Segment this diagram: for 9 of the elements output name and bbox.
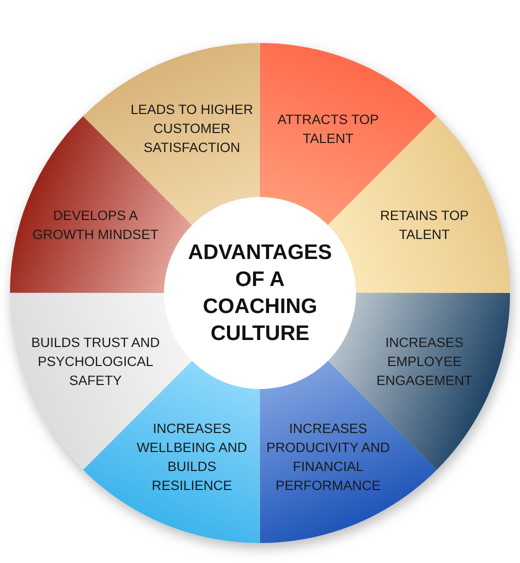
- segment-label: RETAINS TOP TALENT: [379, 206, 470, 244]
- segment-label: ATTRACTS TOP TALENT: [276, 110, 380, 148]
- segment-label: LEADS TO HIGHER CUSTOMER SATISFACTION: [130, 101, 254, 158]
- segment-label: DEVELOPS A GROWTH MINDSET: [32, 206, 160, 244]
- center-title: ADVANTAGES OF A COACHING CULTURE: [187, 240, 333, 347]
- segment-label: INCREASES WELLBEING AND BUILDS RESILIENCE: [136, 420, 248, 496]
- segment-label: INCREASES EMPLOYEE ENGAGEMENT: [375, 334, 474, 390]
- segment-label: INCREASES PRODUCIVITY AND FINANCIAL PERFORMANCE: [265, 420, 391, 496]
- segment-label: BUILDS TRUST AND PSYCHOLOGICAL SAFETY: [30, 334, 161, 390]
